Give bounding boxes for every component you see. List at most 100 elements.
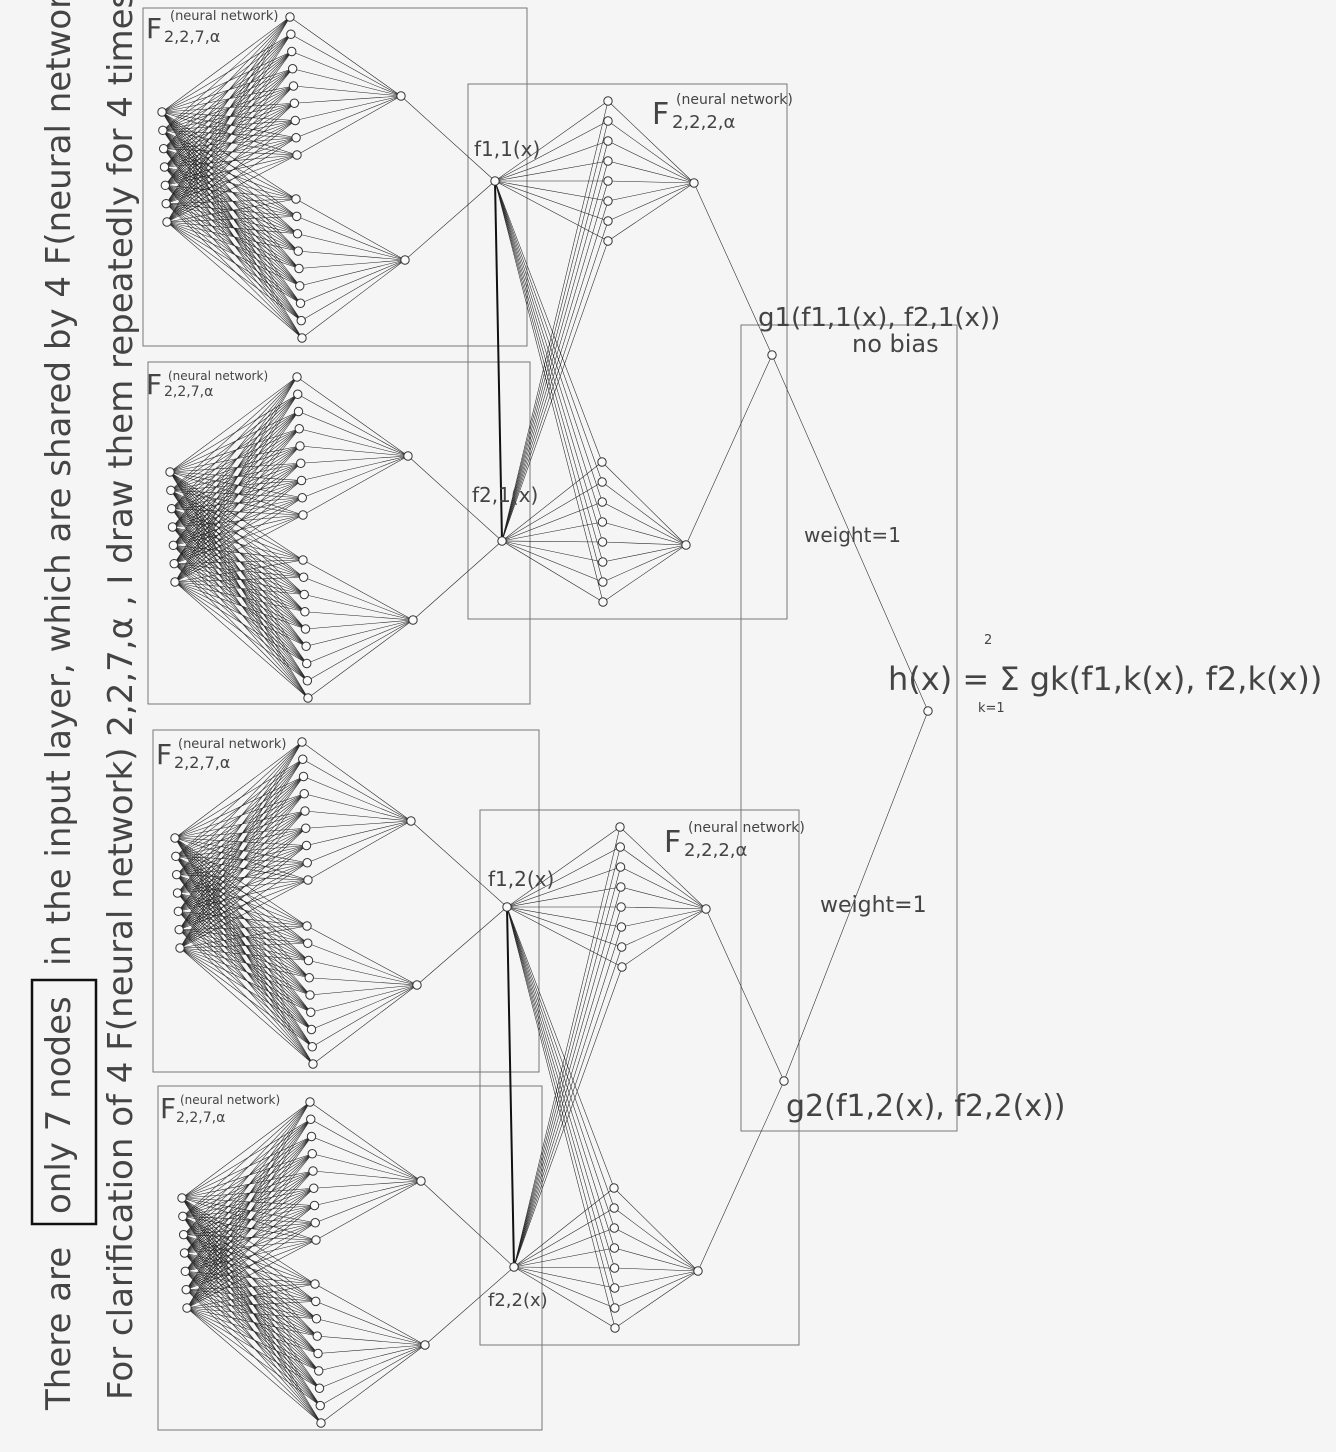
big-net-3-edge [179, 759, 303, 949]
small-net-2-edge [621, 908, 707, 968]
big-net-2-edge [174, 497, 303, 564]
big-net-2-edge [172, 463, 301, 528]
big-net-2-edge [172, 526, 308, 681]
small-net-1-edge [494, 180, 603, 543]
small-net-1-edge [501, 481, 603, 542]
big-net-1-edge [163, 148, 299, 252]
big-net-3-edge [174, 793, 305, 839]
big-net-1-edge [164, 51, 292, 168]
big-net-4-edge [181, 1170, 314, 1199]
big-net-4-input-node [181, 1284, 191, 1295]
big-net-2-hidden-node [295, 441, 305, 451]
big-net-4-edge [185, 1271, 316, 1302]
big-net-1-edge [164, 137, 297, 168]
small-net-2-edge [506, 906, 615, 1289]
big-net-4-edge [315, 1301, 426, 1346]
big-net-2-edge [169, 471, 304, 578]
big-net-1-output-node [396, 91, 406, 101]
big-net-1-edge [165, 185, 302, 321]
big-net-2-edge [174, 394, 298, 583]
big-net-1-edge [166, 221, 299, 252]
small-net-1-edge [494, 180, 609, 222]
small-net-1-edge [601, 461, 687, 546]
big-net-2-edge [170, 411, 299, 491]
big-net-4-edge [185, 1289, 321, 1406]
small-net-1-label: F (neural network) 2,2,2,α [652, 92, 793, 133]
big-net-1-hidden-node [291, 133, 301, 143]
h-node [923, 706, 933, 716]
big-net-1-hidden-node [288, 81, 299, 91]
big-net-2-edge [172, 526, 304, 578]
small-net-1-edge [494, 120, 609, 182]
big-net-2-edge [174, 581, 309, 699]
small-net-2-edge [506, 906, 615, 1229]
big-net-2-edge [306, 619, 414, 664]
g1-node [767, 350, 777, 360]
big-net-3-edge [312, 984, 418, 1065]
big-net-2-input-node [167, 522, 178, 532]
big-net-4-edge [185, 1205, 315, 1272]
big-net-1-edge [165, 137, 297, 186]
big-net-1-edge [165, 85, 294, 204]
big-net-4-box [157, 1085, 543, 1431]
big-net-1-edge [163, 148, 300, 287]
big-net-4-hidden-node [313, 1348, 323, 1359]
big-net-4-edge [182, 1216, 316, 1302]
big-net-4-edge [182, 1216, 319, 1354]
big-net-1-edge [163, 148, 301, 304]
big-net-2-edge [174, 563, 307, 664]
big-net-3-edge [178, 879, 309, 912]
big-net-1-hidden-node [287, 46, 297, 57]
big-net-1-edge [165, 203, 303, 339]
big-net-3-edge [178, 776, 304, 912]
big-net-2-edge [174, 411, 299, 583]
big-net-2-edge [170, 490, 304, 516]
big-net-2-edge [301, 455, 409, 481]
big-net-2-edge [171, 508, 306, 630]
big-net-1-input-node [158, 125, 168, 136]
big-net-3-edge [179, 810, 306, 949]
big-net-4-edge [184, 1153, 313, 1254]
big-net-2-edge [304, 594, 414, 621]
big-net-3-edge [301, 741, 412, 822]
big-net-4-edge [184, 1188, 314, 1254]
big-net-2-edge [172, 526, 307, 664]
svg-text:F: F [652, 97, 669, 132]
big-net-3-edge [179, 862, 308, 930]
big-net-4-input-node [178, 1229, 189, 1240]
small-net-2-edge [513, 826, 621, 1268]
big-net-3-edge [178, 929, 314, 1065]
big-net-1-input-node [157, 107, 167, 117]
big-net-2-edge [173, 394, 298, 564]
big-net-1-input-node [162, 217, 172, 227]
big-net-3-edge [178, 929, 313, 1047]
big-net-1-edge [163, 102, 295, 149]
big-net-3-edge [175, 856, 309, 961]
small-net-2-hidden-node [615, 862, 626, 872]
svg-text:(neural network): (neural network) [170, 9, 278, 24]
big-net-2-edge [174, 581, 307, 647]
big-net-1-edge [162, 130, 300, 287]
big-to-f-edge [416, 906, 508, 986]
big-net-1-edge [162, 130, 297, 139]
big-net-1-edge [161, 85, 294, 113]
big-net-1-edge [166, 216, 297, 223]
big-net-1-edge [166, 203, 300, 269]
big-net-2-hidden-node [300, 607, 310, 617]
big-net-1-edge [166, 203, 299, 252]
big-net-1-edge [162, 130, 297, 200]
small-net-1-edge [494, 180, 609, 202]
big-net-3-hidden-node [306, 1007, 316, 1017]
big-net-2-edge [174, 463, 301, 583]
big-net-4-edge [186, 1188, 314, 1309]
big-net-3-edge [175, 793, 305, 857]
big-net-1-edge [301, 259, 406, 339]
big-net-3-edge [177, 862, 308, 894]
big-net-2-edge [170, 480, 302, 491]
big-net-3-input-node [173, 906, 184, 917]
svg-text:F: F [146, 368, 162, 401]
big-net-2-edge [302, 559, 414, 621]
big-net-4-edge [184, 1119, 311, 1254]
small-net-1-edge [607, 100, 695, 184]
